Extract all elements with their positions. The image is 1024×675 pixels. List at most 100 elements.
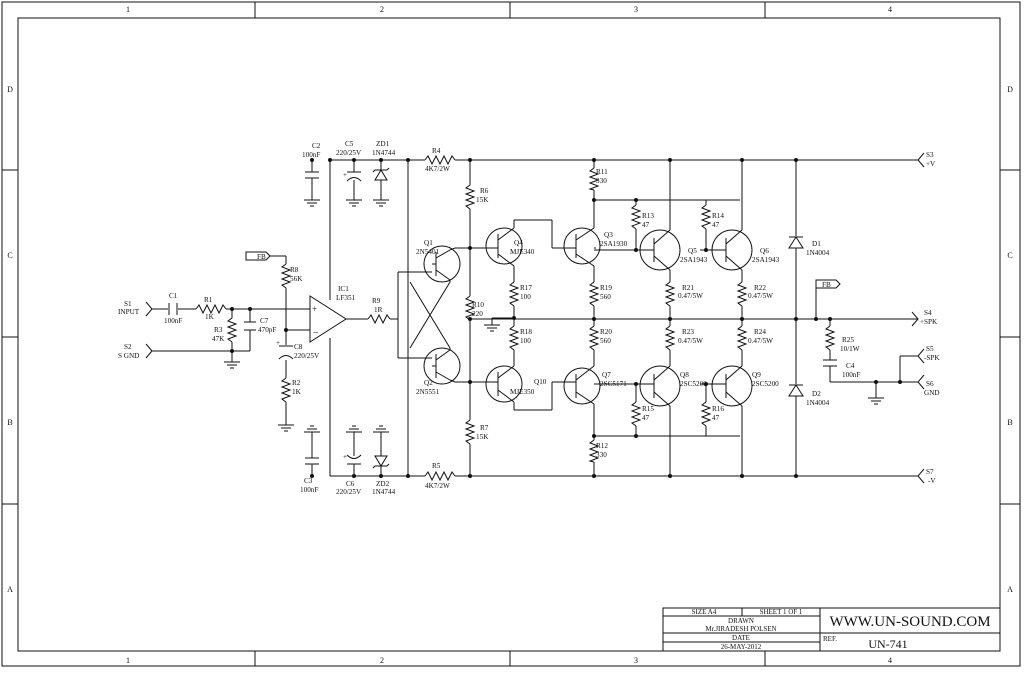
svg-text:−: −: [313, 328, 319, 339]
svg-text:+: +: [276, 339, 280, 347]
r14-ref: R14: [712, 212, 724, 220]
r5-value: 4K7/2W: [425, 482, 450, 490]
s2-ref: S2: [124, 343, 132, 351]
r11-ref: R11: [596, 168, 608, 176]
title-sheet: SHEET 1 OF 1: [760, 608, 803, 616]
s6-ref: S6: [926, 380, 934, 388]
s3-value: +V: [926, 160, 936, 168]
frame-col-4-top: 4: [888, 5, 892, 14]
q9-value: 2SC5200: [752, 380, 779, 388]
c5-ref: C5: [345, 140, 354, 148]
connector-shapes: [145, 152, 925, 484]
q4-value: MJE340: [510, 248, 535, 256]
title-website: WWW.UN-SOUND.COM: [829, 614, 990, 630]
title-ref: UN-741: [868, 637, 907, 651]
frame-col-1-top: 1: [126, 5, 130, 14]
r13-ref: R13: [642, 212, 654, 220]
r22-ref: R22: [754, 284, 766, 292]
s6-value: GND: [924, 389, 940, 397]
c8-ref: C8: [294, 343, 303, 351]
r10-value: 220: [472, 310, 483, 318]
frame-col-4-bottom: 4: [888, 656, 892, 665]
q8-value: 2SC5200: [680, 380, 707, 388]
frame-row-c-left: C: [7, 251, 12, 260]
s4-value: +SPK: [920, 318, 938, 326]
s7-value: -V: [928, 477, 936, 485]
r18-value: 100: [520, 337, 531, 345]
r21-value: 0.47/5W: [678, 292, 703, 300]
c2-value: 100nF: [302, 151, 320, 159]
svg-text:+: +: [343, 453, 347, 461]
r1-value: 1K: [205, 313, 215, 321]
frame-row-c-right: C: [1007, 251, 1012, 260]
frame-col-3-bottom: 3: [634, 656, 638, 665]
r10-ref: R10: [472, 301, 484, 309]
q6-ref: Q6: [760, 247, 769, 255]
r9-ref: R9: [372, 297, 381, 305]
q7-ref: Q7: [602, 371, 611, 379]
q3-value: 2SA1930: [600, 240, 628, 248]
r2-value: 1K: [292, 388, 302, 396]
q10-value: MJE350: [510, 388, 535, 396]
r23-value: 0.47/5W: [678, 337, 703, 345]
r22-value: 0.47/5W: [748, 292, 773, 300]
r9-value: 1R: [374, 306, 383, 314]
r14-value: 47: [712, 221, 720, 229]
frame-col-1-bottom: 1: [126, 656, 130, 665]
c3-value: 100nF: [300, 486, 318, 494]
ic1-value: LF351: [336, 294, 356, 302]
svg-text:+: +: [312, 304, 317, 314]
fb-flag-left: [245, 251, 271, 261]
s1-ref: S1: [124, 300, 132, 308]
q9-ref: Q9: [752, 371, 761, 379]
r24-value: 0.47/5W: [748, 337, 773, 345]
c1-value: 100nF: [164, 317, 182, 325]
s7-ref: S7: [926, 468, 934, 476]
r8-value: 56K: [290, 275, 303, 283]
r2-ref: R2: [292, 379, 301, 387]
d2-ref: D2: [812, 390, 821, 398]
r11-value: 330: [596, 177, 607, 185]
r15-value: 47: [642, 414, 650, 422]
title-block: SIZE A4 SHEET 1 OF 1 DRAWN Mr.JIRADESH P…: [662, 607, 1001, 652]
q10-ref: Q10: [534, 378, 547, 386]
r25-value: 10/1W: [840, 345, 860, 353]
c1-ref: C1: [169, 292, 178, 300]
zd1-ref: ZD1: [376, 140, 390, 148]
c6-ref: C6: [346, 480, 355, 488]
r24-ref: R24: [754, 328, 766, 336]
fb-label-right: FB: [822, 281, 831, 289]
q2-ref: Q2: [424, 379, 433, 387]
q3-ref: Q3: [604, 231, 613, 239]
s5-value: -SPK: [924, 354, 940, 362]
q1-value: 2N5401: [416, 248, 440, 256]
r17-ref: R17: [520, 284, 532, 292]
c4-ref: C4: [846, 362, 855, 370]
r6-value: 15K: [476, 196, 489, 204]
frame-row-d-left: D: [7, 85, 13, 94]
r4-ref: R4: [432, 147, 441, 155]
fb-flag-right: [815, 279, 841, 289]
title-size: SIZE A4: [692, 608, 717, 616]
q8-ref: Q8: [680, 371, 689, 379]
labels: S1 INPUT S2 S GND C1 100nF R1 1K R3 47K …: [118, 140, 940, 496]
title-date: 26-MAY-2012: [721, 643, 762, 651]
title-drawn-label: DRAWN: [728, 617, 754, 625]
s2-value: S GND: [118, 352, 139, 360]
c6-value: 220/25V: [336, 488, 362, 496]
r3-ref: R3: [214, 326, 223, 334]
q4-ref: Q4: [514, 239, 523, 247]
c8-value: 220/25V: [294, 352, 320, 360]
frame-row-d-right: D: [1007, 85, 1013, 94]
d2-value: 1N4004: [806, 399, 830, 407]
c5-value: 220/25V: [336, 149, 362, 157]
q1-ref: Q1: [424, 239, 433, 247]
q7-value: 2SC5171: [600, 380, 627, 388]
d1-value: 1N4004: [806, 249, 830, 257]
title-ref-label: REF.: [823, 635, 837, 643]
q6-value: 2SA1943: [752, 256, 780, 264]
c2-ref: C2: [312, 142, 321, 150]
s5-ref: S5: [926, 345, 934, 353]
zd1-value: 1N4744: [372, 149, 396, 157]
